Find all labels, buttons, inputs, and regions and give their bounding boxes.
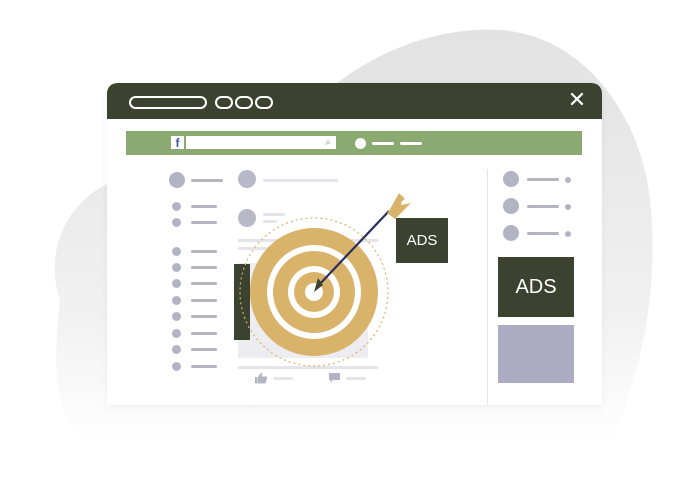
sidebar-item[interactable] (191, 205, 217, 208)
contact-avatar[interactable] (503, 171, 519, 187)
search-input[interactable]: ⌕ (186, 136, 336, 149)
post-timestamp (263, 220, 277, 223)
sidebar-item-bullet[interactable] (172, 263, 181, 272)
sidebar-item-bullet[interactable] (172, 296, 181, 305)
sidebar-item[interactable] (191, 282, 217, 285)
target-illustration (234, 193, 411, 367)
post-author-name (263, 179, 338, 182)
sidebar-item[interactable] (191, 266, 217, 269)
facebook-bar: f ⌕ (126, 131, 582, 155)
target-panel-left (234, 264, 250, 340)
status-dot (565, 231, 571, 237)
contact-name[interactable] (527, 205, 559, 208)
post-author-name (263, 213, 285, 216)
sidebar-item-bullet[interactable] (172, 329, 181, 338)
post-author-avatar[interactable] (238, 170, 256, 188)
sidebar-item[interactable] (191, 348, 217, 351)
target-dashed-ring (239, 217, 389, 367)
sidebar-name (191, 179, 223, 182)
tab-pill-3[interactable] (255, 96, 273, 109)
tab-pill-2[interactable] (235, 96, 253, 109)
sidebar-ad-banner[interactable]: ADS (498, 257, 574, 317)
contact-avatar[interactable] (503, 198, 519, 214)
column-divider (487, 169, 488, 405)
sidebar-item[interactable] (191, 299, 217, 302)
contact-name[interactable] (527, 232, 559, 235)
contact-name[interactable] (527, 178, 559, 181)
like-label[interactable] (273, 377, 293, 380)
facebook-logo-icon[interactable]: f (171, 136, 184, 149)
search-icon[interactable]: ⌕ (325, 137, 331, 148)
post-author-avatar[interactable] (238, 209, 256, 227)
arrow-icon (314, 193, 411, 292)
sidebar-item[interactable] (191, 365, 217, 368)
close-icon[interactable]: ✕ (567, 88, 587, 113)
address-bar-pill[interactable] (129, 96, 207, 109)
sidebar-item[interactable] (191, 332, 217, 335)
sidebar-item-bullet[interactable] (172, 202, 181, 211)
sidebar-item-bullet[interactable] (172, 279, 181, 288)
sidebar-item-bullet[interactable] (172, 345, 181, 354)
sidebar-item[interactable] (191, 250, 217, 253)
browser-window: ✕ f ⌕ (107, 83, 602, 405)
sidebar-item-bullet[interactable] (172, 312, 181, 321)
sidebar-item[interactable] (191, 221, 217, 224)
comment-icon[interactable] (328, 372, 341, 384)
like-icon[interactable] (254, 372, 268, 384)
contact-avatar[interactable] (503, 225, 519, 241)
window-titlebar: ✕ (107, 83, 602, 119)
tab-pill-1[interactable] (215, 96, 233, 109)
sidebar-item[interactable] (191, 315, 217, 318)
sidebar-avatar[interactable] (169, 172, 185, 188)
profile-avatar[interactable] (355, 138, 366, 149)
sidebar-ad-image[interactable] (498, 325, 574, 383)
nav-link-1[interactable] (372, 142, 394, 145)
nav-link-2[interactable] (400, 142, 422, 145)
sidebar-item-bullet[interactable] (172, 362, 181, 371)
feed-ad-badge[interactable]: ADS (396, 218, 448, 263)
sidebar-item-bullet[interactable] (172, 247, 181, 256)
sidebar-item-bullet[interactable] (172, 218, 181, 227)
status-dot (565, 204, 571, 210)
status-dot (565, 177, 571, 183)
comment-label[interactable] (346, 377, 366, 380)
post-text-line (238, 366, 378, 369)
